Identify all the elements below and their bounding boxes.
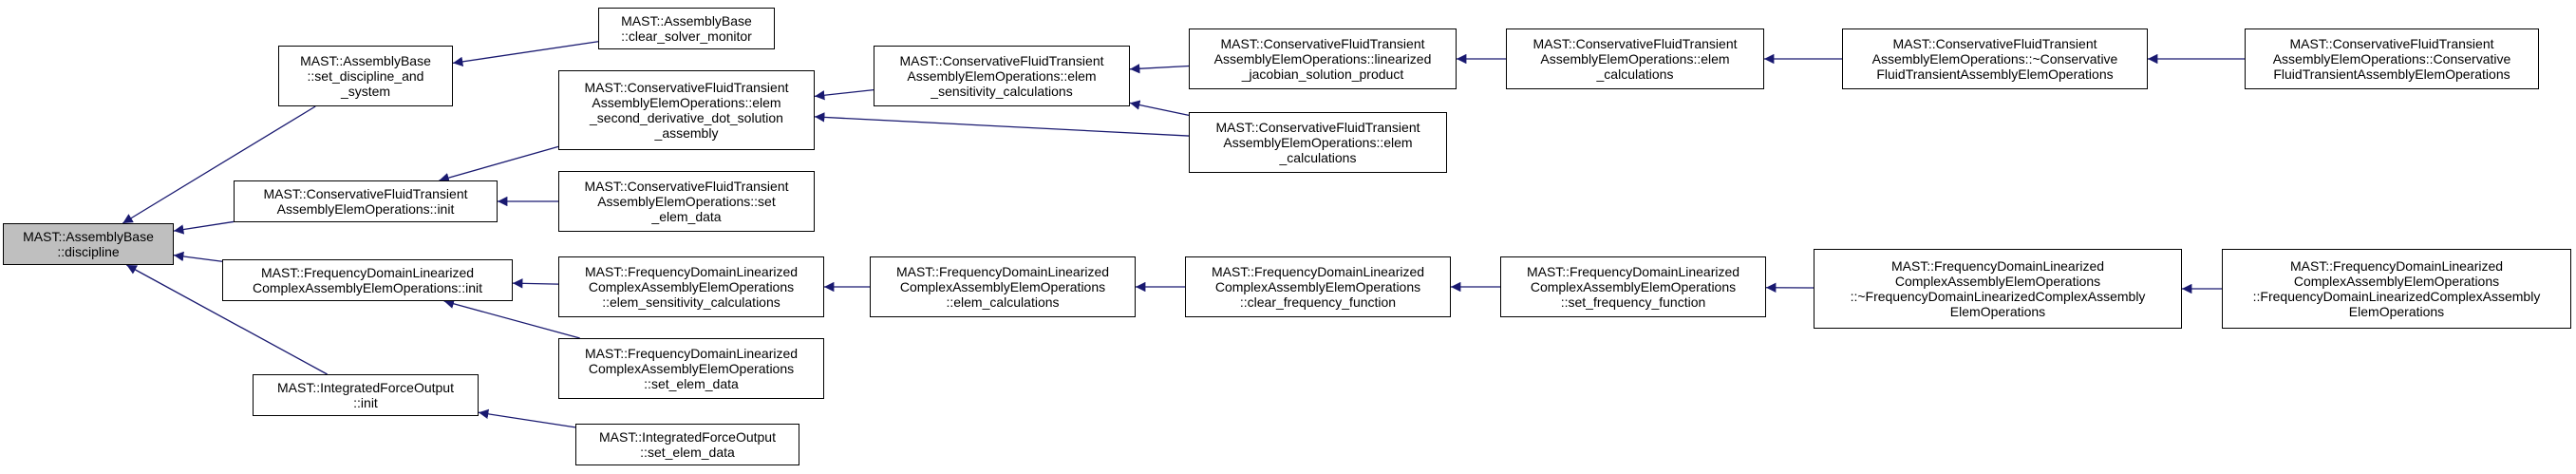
edge-ab_clear-to-ab_set — [452, 41, 599, 67]
edge-ab_set-to-root — [122, 105, 316, 224]
edge-fd_setdata-to-fd_init — [443, 298, 580, 339]
edge-cf_second-to-cf_init — [439, 145, 559, 183]
node-conservativefluid-elem-sensitivity-calculations[interactable]: MAST::ConservativeFluidTransient Assembl… — [874, 46, 1130, 106]
node-frequencydomain-destructor[interactable]: MAST::FrequencyDomainLinearized ComplexA… — [1814, 249, 2182, 329]
node-conservativefluid-elem-calculations-lower[interactable]: MAST::ConservativeFluidTransient Assembl… — [1189, 112, 1447, 173]
node-conservativefluid-linearized-jacobian-solution-product[interactable]: MAST::ConservativeFluidTransient Assembl… — [1189, 28, 1457, 89]
node-conservativefluid-elem-second-derivative-dot-solution-assembly[interactable]: MAST::ConservativeFluidTransient Assembl… — [558, 70, 815, 150]
node-integratedforceoutput-set-elem-data[interactable]: MAST::IntegratedForceOutput ::set_elem_d… — [575, 424, 799, 465]
node-conservativefluid-constructor[interactable]: MAST::ConservativeFluidTransient Assembl… — [2245, 28, 2539, 89]
node-conservativefluid-set-elem-data[interactable]: MAST::ConservativeFluidTransient Assembl… — [558, 171, 815, 232]
edge-fd_init-to-root — [173, 251, 223, 262]
node-frequencydomain-elem-sensitivity-calculations[interactable]: MAST::FrequencyDomainLinearized ComplexA… — [558, 256, 824, 317]
edge-if_init-to-root — [126, 264, 328, 375]
edge-cf_init-to-root — [173, 220, 235, 235]
node-conservativefluid-destructor[interactable]: MAST::ConservativeFluidTransient Assembl… — [1842, 28, 2148, 89]
edge-cf_lin-to-cf_sens — [1129, 64, 1190, 74]
node-conservativefluid-elem-calculations-upper[interactable]: MAST::ConservativeFluidTransient Assembl… — [1506, 28, 1764, 89]
node-frequencydomain-clear-frequency-function[interactable]: MAST::FrequencyDomainLinearized ComplexA… — [1185, 256, 1451, 317]
node-frequencydomain-constructor[interactable]: MAST::FrequencyDomainLinearized ComplexA… — [2222, 249, 2571, 329]
node-frequencydomain-elem-calculations[interactable]: MAST::FrequencyDomainLinearized ComplexA… — [870, 256, 1136, 317]
edge-cf_calc_b-to-cf_second — [814, 112, 1190, 137]
edge-cf_sens-to-cf_second — [814, 88, 874, 101]
node-frequencydomain-init[interactable]: MAST::FrequencyDomainLinearized ComplexA… — [222, 259, 513, 301]
node-frequencydomain-set-frequency-function[interactable]: MAST::FrequencyDomainLinearized ComplexA… — [1500, 256, 1766, 317]
edge-fd_sens-to-fd_init — [512, 278, 559, 289]
edge-if_setdata-to-if_init — [478, 408, 576, 428]
node-assemblybase-set-discipline-and-system[interactable]: MAST::AssemblyBase ::set_discipline_and … — [278, 46, 453, 106]
node-frequencydomain-set-elem-data[interactable]: MAST::FrequencyDomainLinearized ComplexA… — [558, 338, 824, 399]
node-assemblybase-discipline[interactable]: MAST::AssemblyBase ::discipline — [3, 223, 174, 265]
edge-cf_calc_b-to-cf_sens — [1129, 100, 1190, 117]
node-conservativefluid-init[interactable]: MAST::ConservativeFluidTransient Assembl… — [234, 180, 498, 222]
node-assemblybase-clear-solver-monitor[interactable]: MAST::AssemblyBase ::clear_solver_monito… — [598, 8, 775, 49]
node-integratedforceoutput-init[interactable]: MAST::IntegratedForceOutput ::init — [253, 374, 479, 416]
